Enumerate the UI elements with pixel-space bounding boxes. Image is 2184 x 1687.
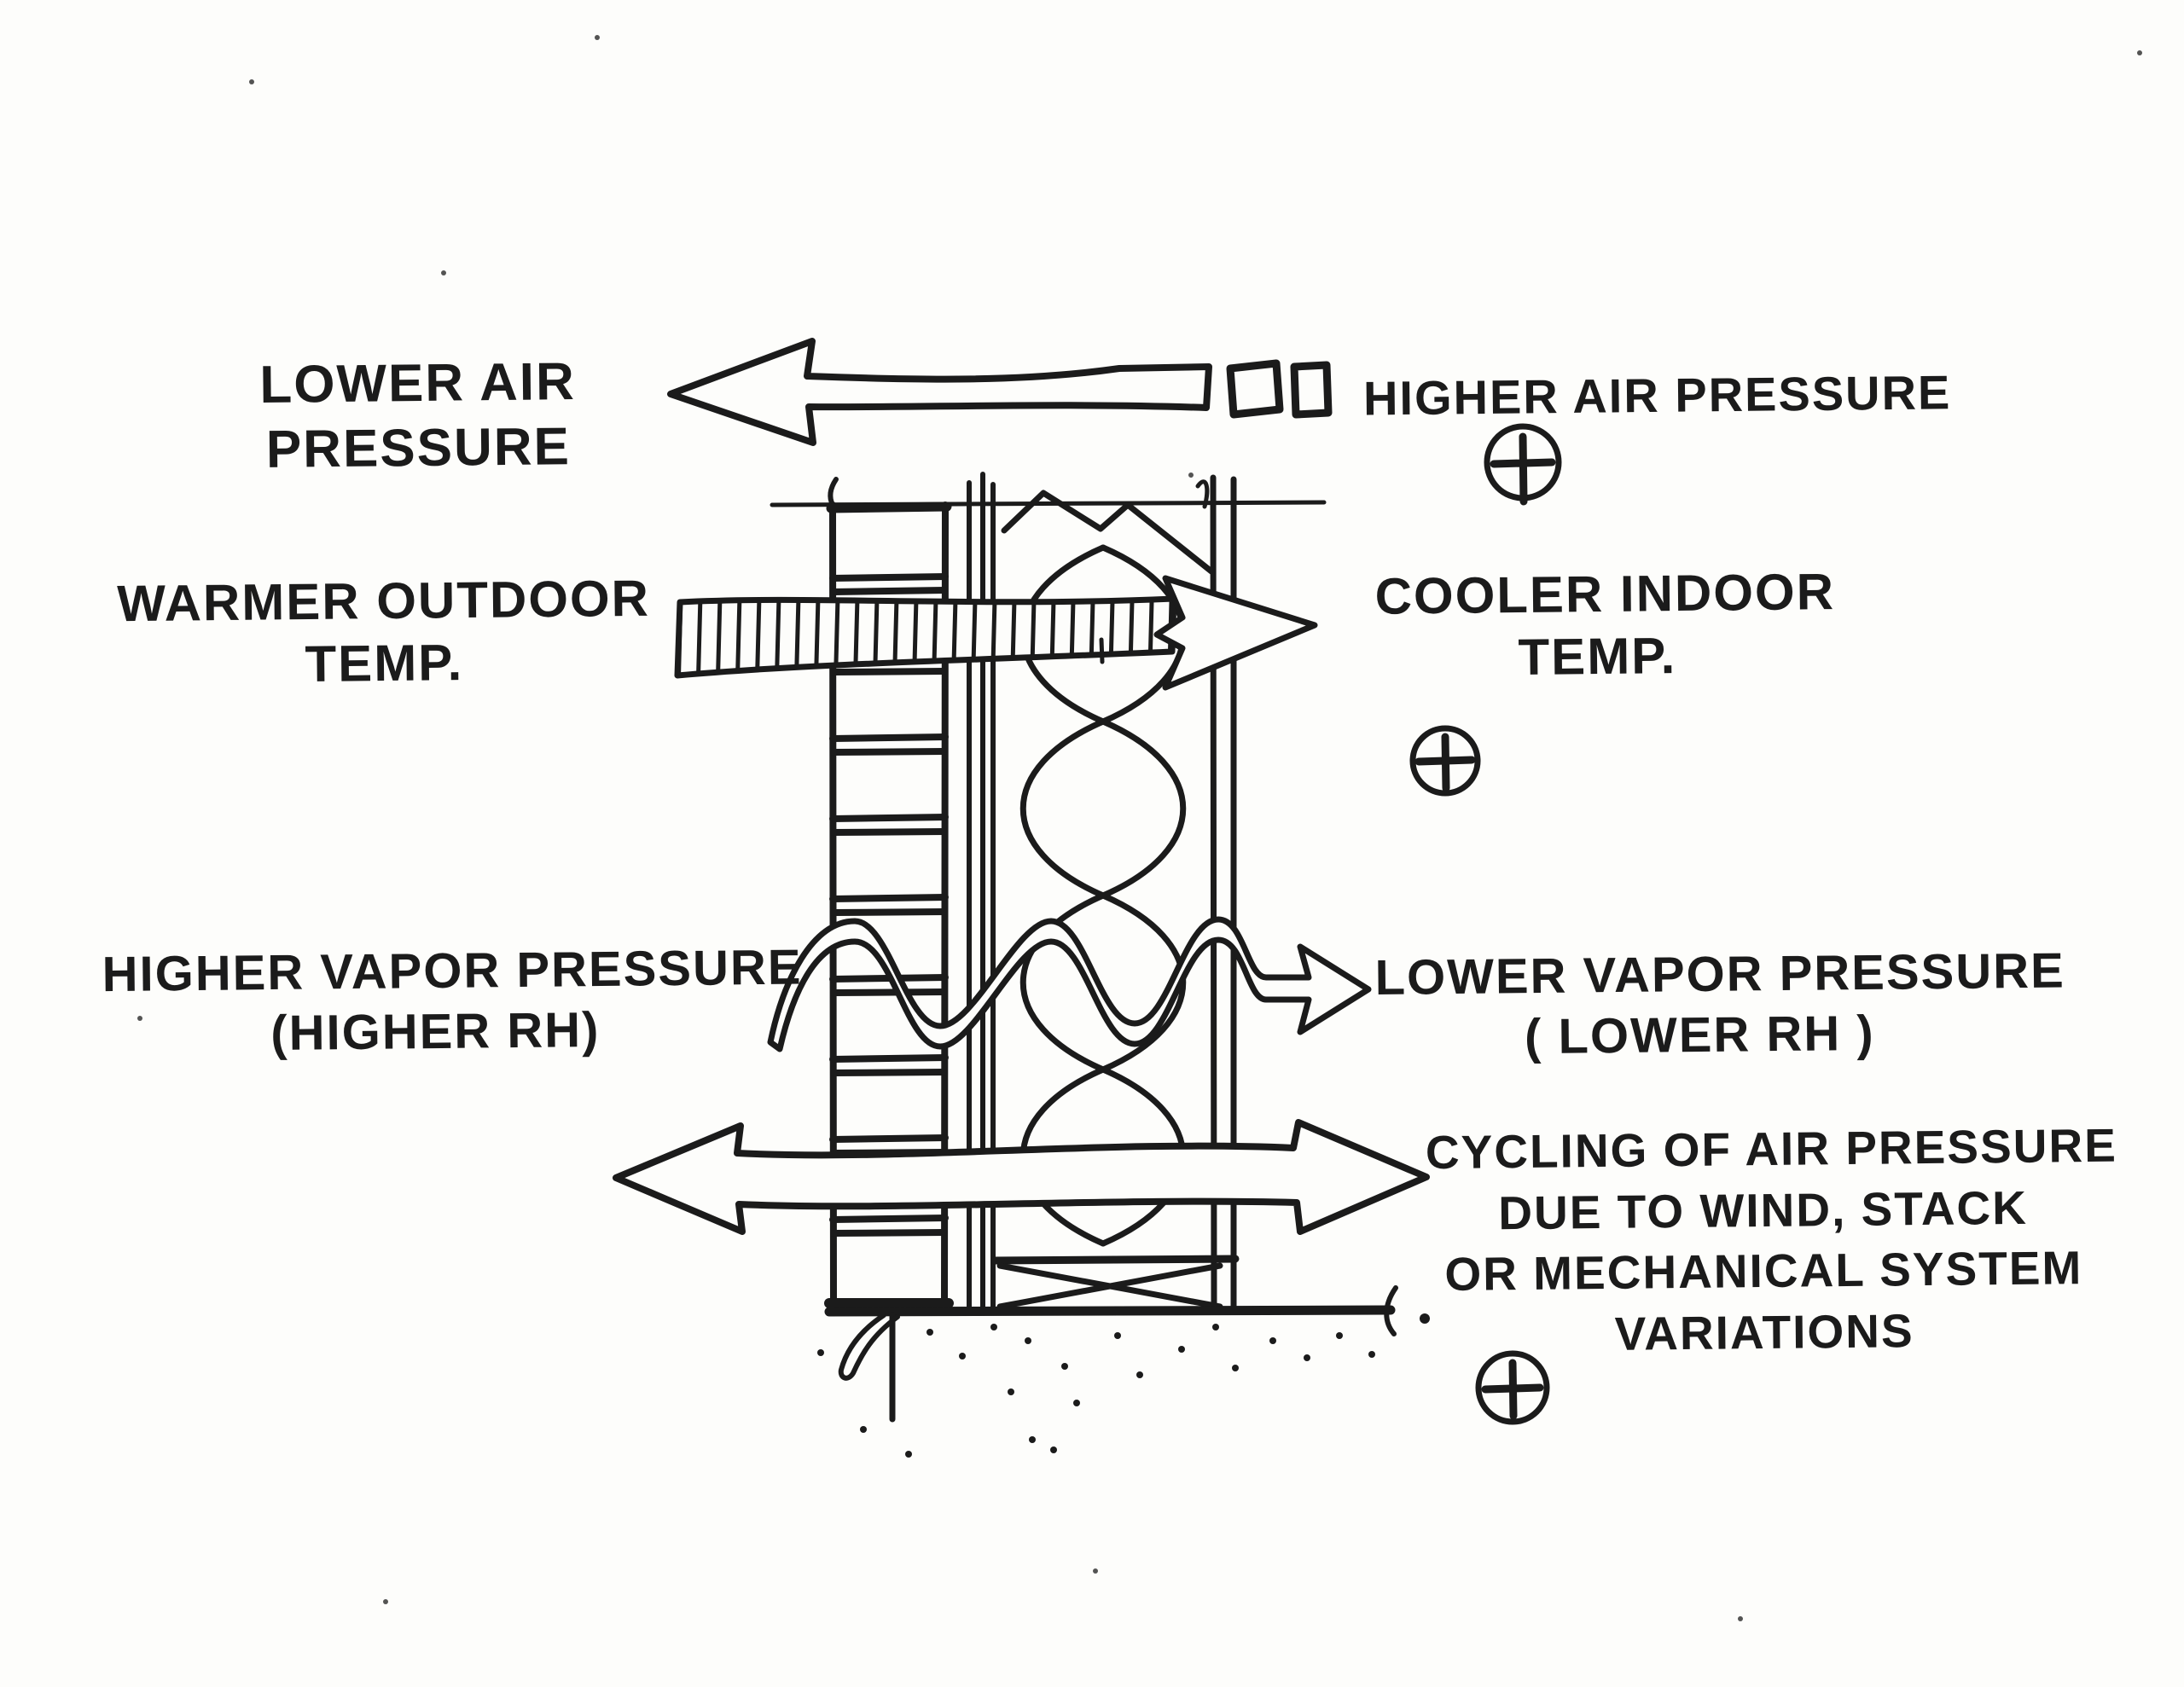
label-warmer-outdoor-temp: WARMER OUTDOOR TEMP. (97, 566, 670, 697)
label-lower-vapor-pressure: LOWER VAPOR PRESSURE ( LOWER RH ) (1374, 942, 2066, 1069)
bottom-blocking (990, 1255, 1240, 1310)
label-line: HIGHER VAPOR PRESSURE (102, 939, 803, 1003)
label-line: (HIGHER RH) (270, 1001, 601, 1061)
label-line: CYCLING OF AIR PRESSURE (1425, 1118, 2118, 1180)
label-line: OR MECHANICAL SYSTEM (1444, 1241, 2083, 1301)
plus-circle-icon (1484, 423, 1562, 506)
label-line: WARMER OUTDOOR (116, 569, 651, 633)
label-line: TEMP. (1518, 627, 1677, 687)
label-line: LOWER VAPOR PRESSURE (1374, 942, 2066, 1006)
plus-circle-icon (1409, 725, 1481, 797)
label-line: ( LOWER RH ) (1524, 1005, 1875, 1064)
flashing-drip (838, 1313, 900, 1381)
pressure-cycling-arrow (613, 1119, 1430, 1235)
label-line: LOWER AIR (259, 352, 577, 415)
concrete-stipple-dots (817, 1324, 1375, 1458)
temperature-flow-arrow (674, 575, 1318, 691)
floor-line (824, 1305, 1396, 1317)
label-line: DUE TO WIND, STACK (1497, 1180, 2029, 1239)
label-line: COOLER INDOOR (1374, 563, 1836, 625)
plus-circle-icon (1475, 1350, 1550, 1425)
label-cycling-air-pressure: CYCLING OF AIR PRESSURE DUE TO WIND, STA… (1425, 1116, 2118, 1366)
temperature-arrow-head (1153, 575, 1318, 691)
label-line: PRESSURE (265, 416, 572, 479)
label-lower-air-pressure: LOWER AIR PRESSURE (212, 349, 624, 482)
interior-top-curl (1195, 479, 1210, 509)
pressure-source-squares (1226, 359, 1333, 419)
brick-top-hook (828, 477, 839, 507)
label-line: VARIATIONS (1614, 1303, 1914, 1360)
label-line: HIGHER AIR PRESSURE (1362, 365, 1952, 426)
brick-mortar-joints (829, 573, 949, 1237)
air-pressure-left-arrow (667, 338, 1333, 446)
floor-line-end-dot (1420, 1313, 1430, 1324)
vapor-flow-arrow (767, 916, 1372, 1052)
floor-line-end-tick (1384, 1285, 1398, 1336)
label-higher-air-pressure: HIGHER AIR PRESSURE (1362, 364, 1952, 428)
label-line: TEMP. (305, 634, 464, 693)
foundation (817, 1285, 1430, 1458)
batt-torn-top-edge (1001, 490, 1215, 575)
label-higher-vapor-pressure: HIGHER VAPOR PRESSURE (HIGHER RH) (102, 938, 803, 1066)
label-cooler-indoor-temp: COOLER INDOOR TEMP. (1374, 560, 1836, 690)
page-specks (137, 35, 2142, 1621)
